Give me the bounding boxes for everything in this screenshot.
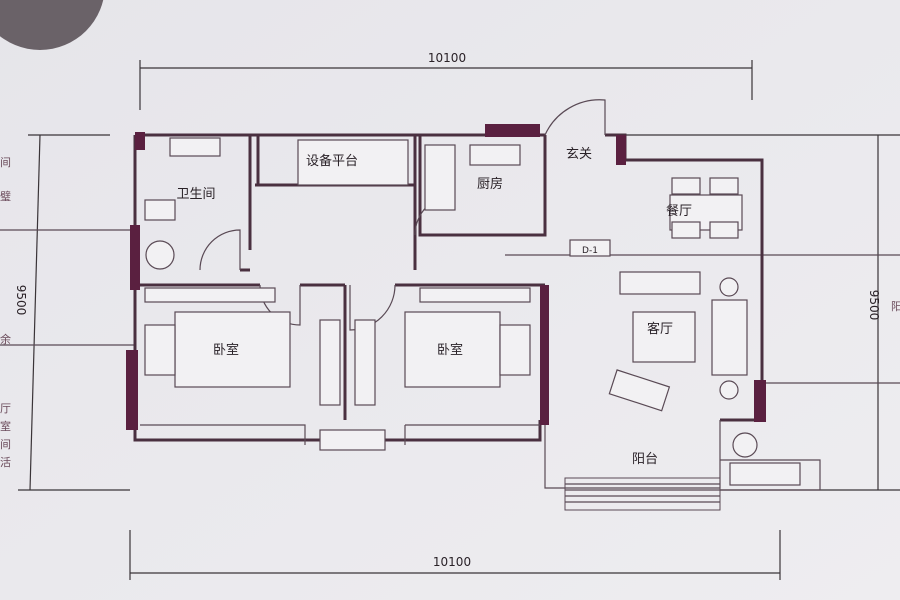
wardrobes (144, 139, 721, 511)
bed-right (404, 311, 501, 388)
furniture (144, 137, 801, 486)
top-width-label: 10100 (428, 51, 466, 65)
edge-char: 厅 (0, 402, 11, 415)
basin (145, 240, 175, 270)
wall-accent (126, 350, 138, 430)
sofa-top (619, 271, 701, 295)
edge-char: 余 (0, 332, 11, 346)
wall-accent (130, 225, 140, 290)
wall-accent (754, 380, 766, 422)
right-height-label: 9500 (867, 290, 881, 321)
sink (469, 144, 521, 166)
wall-accent (485, 124, 540, 137)
edge-char: 璧 (0, 189, 11, 203)
bedroom-right-label: 卧室 (437, 342, 463, 358)
right-edge-fragment: 阳 (891, 300, 900, 313)
door-tag: D-1 (582, 246, 598, 256)
balcony-label: 阳台 (632, 452, 658, 467)
balcony-steps (564, 477, 721, 511)
bathroom-label: 卫生间 (176, 187, 215, 202)
wall-accent (540, 285, 549, 425)
edge-char: 间 (0, 156, 11, 169)
dining-label: 餐厅 (666, 203, 692, 219)
edge-char: 室 (0, 419, 11, 433)
equipment-platform-label: 设备平台 (306, 153, 358, 169)
dimension-bottom: 10100 (129, 530, 781, 580)
stove (424, 144, 456, 211)
toilet (144, 199, 176, 221)
edge-char: 间 (0, 438, 11, 451)
corner-badge (0, 0, 104, 50)
walls (126, 124, 821, 491)
edge-char: 活 (0, 456, 11, 469)
dimension-top: 10100 (139, 51, 753, 110)
left-edge-text: 间 璧 余 厅 室 间 活 (0, 156, 11, 469)
wall-accent (616, 135, 626, 165)
room-labels: 设备平台 卫生间 厨房 玄关 餐厅 卧室 卧室 客厅 阳台 D-1 (176, 147, 692, 467)
wall-accent (135, 132, 145, 150)
bottom-width-label: 10100 (433, 555, 471, 569)
coffee-table (632, 311, 696, 363)
bed-left (174, 311, 291, 388)
sofa-side (711, 299, 748, 376)
entrance-label: 玄关 (566, 147, 592, 162)
kitchen-label: 厨房 (477, 176, 503, 192)
left-height-label: 9500 (14, 285, 28, 316)
dimension-left: 9500 (0, 134, 135, 491)
living-label: 客厅 (647, 321, 673, 337)
bedroom-left-label: 卧室 (213, 342, 239, 358)
